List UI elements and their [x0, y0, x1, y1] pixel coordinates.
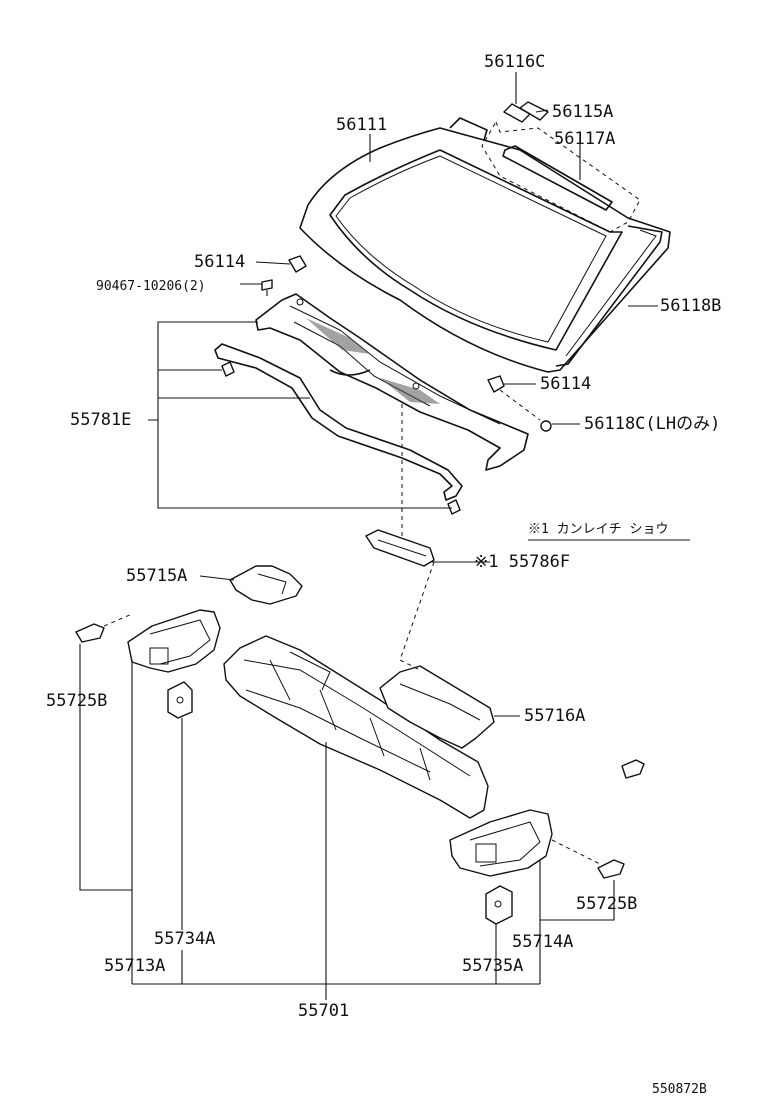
panel-55716A: [379, 665, 495, 749]
clip-56114-top: [288, 255, 307, 273]
label-55716A: 55716A: [524, 706, 585, 726]
figure-code: 550872B: [652, 1082, 707, 1097]
label-55725B-right: 55725B: [576, 894, 637, 914]
label-56115A: 56115A: [552, 102, 613, 122]
label-55781E: 55781E: [70, 410, 131, 430]
label-55725B-left: 55725B: [46, 691, 107, 711]
leader-lines: [79, 72, 690, 1000]
cowl-louver: [255, 293, 529, 471]
label-90467: 90467-10206(2): [96, 279, 206, 294]
label-56114-right: 56114: [540, 374, 591, 394]
bolt-90467: [261, 279, 273, 291]
moulding-strip: [502, 145, 613, 211]
label-56118C: 56118C(LHのみ): [584, 414, 720, 434]
bracket-55734A: [167, 681, 193, 719]
side-panel-55714A: [449, 809, 553, 877]
label-55714A: 55714A: [512, 932, 573, 952]
label-56117A: 56117A: [554, 129, 615, 149]
bracket-55715A: [229, 565, 303, 605]
clip-55725B-right: [597, 859, 625, 879]
label-55713A: 55713A: [104, 956, 165, 976]
windshield-glass: [299, 117, 671, 373]
seal-55786F: [365, 529, 435, 567]
label-56114-top: 56114: [194, 252, 245, 272]
cowl-panel-55701: [223, 635, 489, 819]
nut-56118C: [540, 420, 552, 432]
label-55735A: 55735A: [462, 956, 523, 976]
bracket-55735A: [485, 885, 513, 925]
label-55786F: ※1 55786F: [474, 552, 570, 572]
label-55734A: 55734A: [154, 929, 215, 949]
label-56116C: 56116C: [484, 52, 545, 72]
label-55715A: 55715A: [126, 566, 187, 586]
label-note: ※1 カンレイチ ショウ: [528, 522, 668, 537]
weatherstrip: [214, 343, 463, 501]
label-56111: 56111: [336, 115, 387, 135]
clip-55725B-left: [75, 623, 105, 643]
side-panel-55713A: [127, 609, 221, 673]
clip-56114-right: [487, 375, 505, 393]
clip-small-right: [621, 759, 645, 779]
label-55701: 55701: [298, 1001, 349, 1021]
label-56118B: 56118B: [660, 296, 721, 316]
